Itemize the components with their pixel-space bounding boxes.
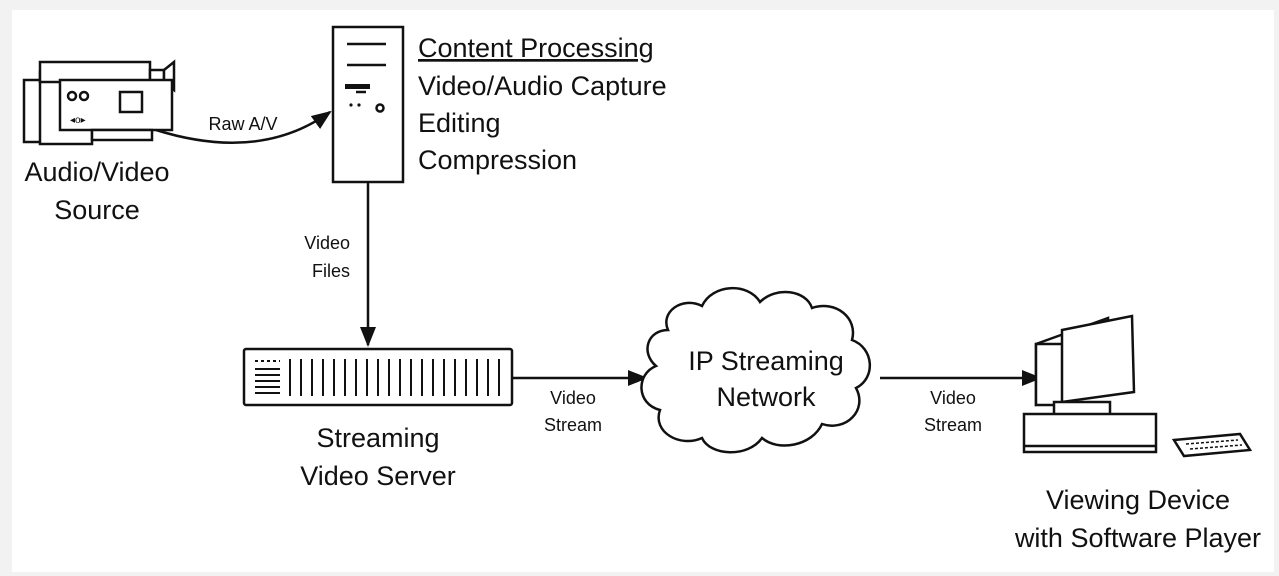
- server-label-line2: Video Server: [300, 461, 456, 491]
- processing-title: Content Processing: [418, 33, 654, 63]
- viewer-label-line2: with Software Player: [1014, 523, 1261, 553]
- network-label-line2: Network: [716, 382, 816, 412]
- stream-label-2-line2: Stream: [924, 415, 982, 435]
- server-drive-bays: [255, 359, 500, 396]
- stream-label-2-line1: Video: [930, 388, 976, 408]
- network-label-line1: IP Streaming: [688, 346, 844, 376]
- processing-item-capture: Video/Audio Capture: [418, 71, 667, 101]
- video-files-label-line2: Files: [312, 261, 350, 281]
- streaming-server-icon: [242, 347, 514, 407]
- processing-item-editing: Editing: [418, 108, 501, 138]
- raw-av-arrow: [155, 110, 332, 144]
- source-label-line2: Source: [54, 195, 140, 225]
- stream-label-1-line1: Video: [550, 388, 596, 408]
- raw-av-label: Raw A/V: [208, 114, 277, 134]
- viewer-label-line1: Viewing Device: [1046, 485, 1230, 515]
- stream-label-1-line2: Stream: [544, 415, 602, 435]
- svg-text:◂o▸: ◂o▸: [70, 115, 86, 126]
- cloud-icon: [640, 287, 872, 454]
- computer-tower-icon: [331, 25, 405, 184]
- diagram-panel: [12, 10, 1274, 572]
- video-files-label-line1: Video: [304, 233, 350, 253]
- viewing-computer-icon: [1022, 314, 1253, 458]
- server-label-line1: Streaming: [316, 423, 439, 453]
- camcorder-icon: ◂o▸: [22, 59, 176, 146]
- source-label-line1: Audio/Video: [24, 157, 169, 187]
- processing-item-compression: Compression: [418, 145, 577, 175]
